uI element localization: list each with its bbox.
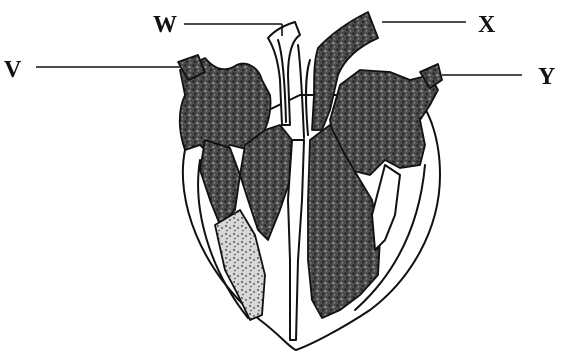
label-v: V — [4, 57, 22, 83]
label-y: Y — [538, 64, 555, 90]
label-w: W — [153, 12, 177, 38]
label-x: X — [478, 12, 496, 38]
